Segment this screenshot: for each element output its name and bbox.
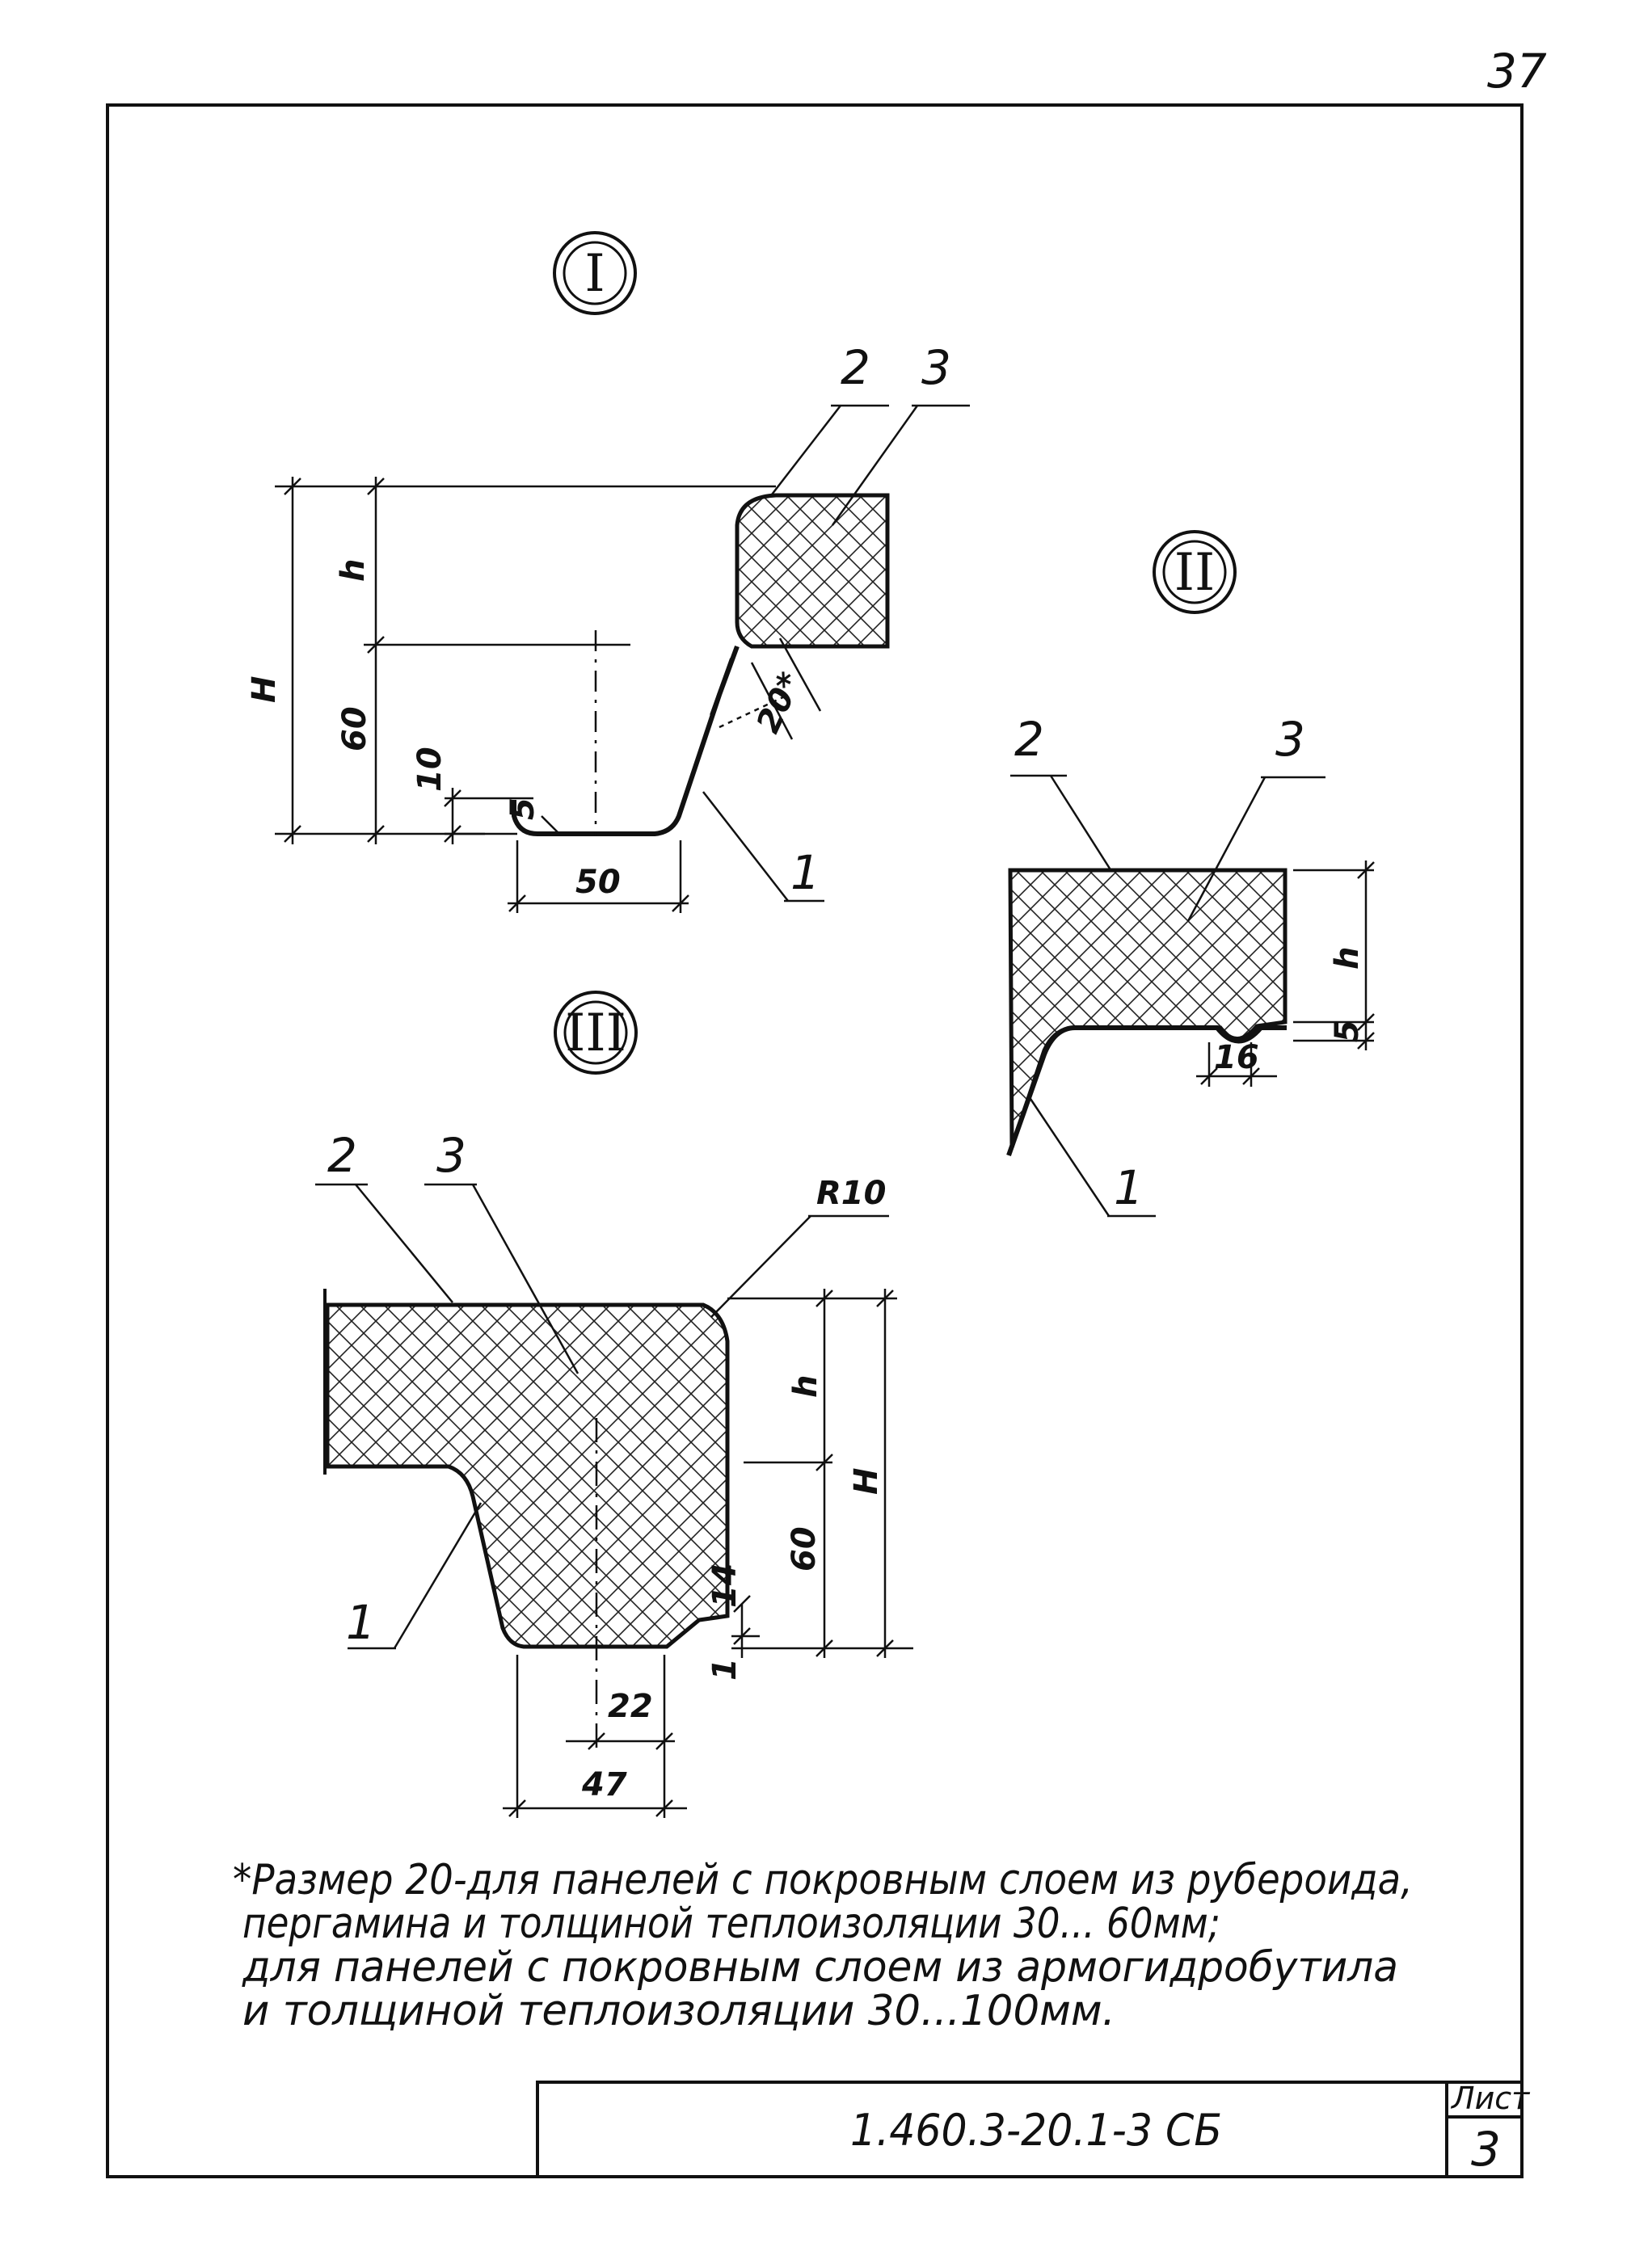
detail-III-dim-R10: R10: [816, 1175, 886, 1212]
detail-II: II 2 3 1 h 5: [1006, 530, 1375, 1218]
detail-I-dim-h: h: [335, 559, 372, 582]
footnote: *Размер 20-для панелей с покровным слоем…: [233, 1856, 1413, 2035]
detail-II-dim-h: h: [1329, 947, 1366, 970]
footnote-line-3: для панелей с покровным слоем из армогид…: [242, 1943, 1398, 1992]
detail-III-marker: III: [554, 991, 638, 1075]
detail-I-dim-60: 60: [336, 706, 373, 751]
footnote-line-1: *Размер 20-для панелей с покровным слоем…: [233, 1856, 1413, 1904]
title-block: 1.460.3-20.1-3 СБ Лист 3: [536, 2081, 1531, 2178]
title-block-code: 1.460.3-20.1-3 СБ: [850, 2105, 1222, 2156]
detail-III-dimensions: [503, 1289, 913, 1818]
title-block-sheet-label: Лист: [1450, 2081, 1531, 2116]
detail-I-callout-1: 1: [790, 845, 820, 900]
detail-III-dim-47: 47: [581, 1766, 627, 1803]
detail-II-callout-3: 3: [1275, 712, 1305, 767]
detail-III-callout-2: 2: [327, 1128, 357, 1183]
title-block-sheet-number: 3: [1471, 2122, 1501, 2177]
detail-III-insulation: [325, 1302, 730, 1649]
detail-III-callout-1: 1: [346, 1595, 376, 1650]
detail-III-dim-h: h: [787, 1375, 824, 1398]
detail-I: I: [246, 231, 970, 913]
footnote-line-2: пергамина и толщиной теплоизоляции 30...…: [242, 1900, 1220, 1948]
detail-II-leaders: [1010, 774, 1325, 1218]
detail-II-dimensions: [1196, 860, 1375, 1087]
detail-I-insulation: [735, 493, 890, 649]
detail-III-dim-60: 60: [786, 1526, 823, 1572]
detail-III: III: [315, 991, 913, 1818]
detail-II-insulation: [1008, 868, 1288, 1148]
detail-III-marker-label: III: [565, 1004, 626, 1063]
detail-I-marker-label: I: [584, 244, 605, 304]
detail-II-dim-16: 16: [1214, 1039, 1259, 1076]
detail-I-dim-H: H: [246, 676, 283, 703]
detail-I-leaders: [702, 404, 970, 903]
detail-II-callout-2: 2: [1014, 712, 1044, 767]
detail-I-profile: [512, 645, 740, 836]
detail-III-dim-1: 1: [706, 1658, 744, 1681]
detail-II-profile: [1006, 1025, 1287, 1156]
detail-I-callout-3: 3: [921, 340, 951, 395]
detail-I-callout-2: 2: [841, 340, 870, 395]
detail-III-dim-H: H: [848, 1468, 885, 1495]
detail-III-dim-14: 14: [706, 1563, 744, 1608]
detail-II-callout-1: 1: [1114, 1160, 1144, 1215]
detail-I-dim-5: 5: [504, 797, 542, 820]
detail-III-dim-22: 22: [608, 1688, 653, 1725]
detail-I-dim-50: 50: [575, 864, 621, 901]
detail-I-dim-10: 10: [411, 747, 449, 792]
detail-II-marker-label: II: [1174, 543, 1216, 603]
detail-III-leaders: [315, 1183, 889, 1650]
page-number: 37: [1487, 44, 1547, 99]
detail-I-dimensions: [275, 477, 822, 913]
footnote-line-4: и толщиной теплоизоляции 30...100мм.: [242, 1987, 1115, 2035]
detail-II-dim-5: 5: [1329, 1020, 1366, 1042]
detail-I-marker: I: [553, 231, 637, 315]
detail-III-callout-3: 3: [436, 1128, 466, 1183]
detail-II-marker: II: [1153, 530, 1237, 614]
